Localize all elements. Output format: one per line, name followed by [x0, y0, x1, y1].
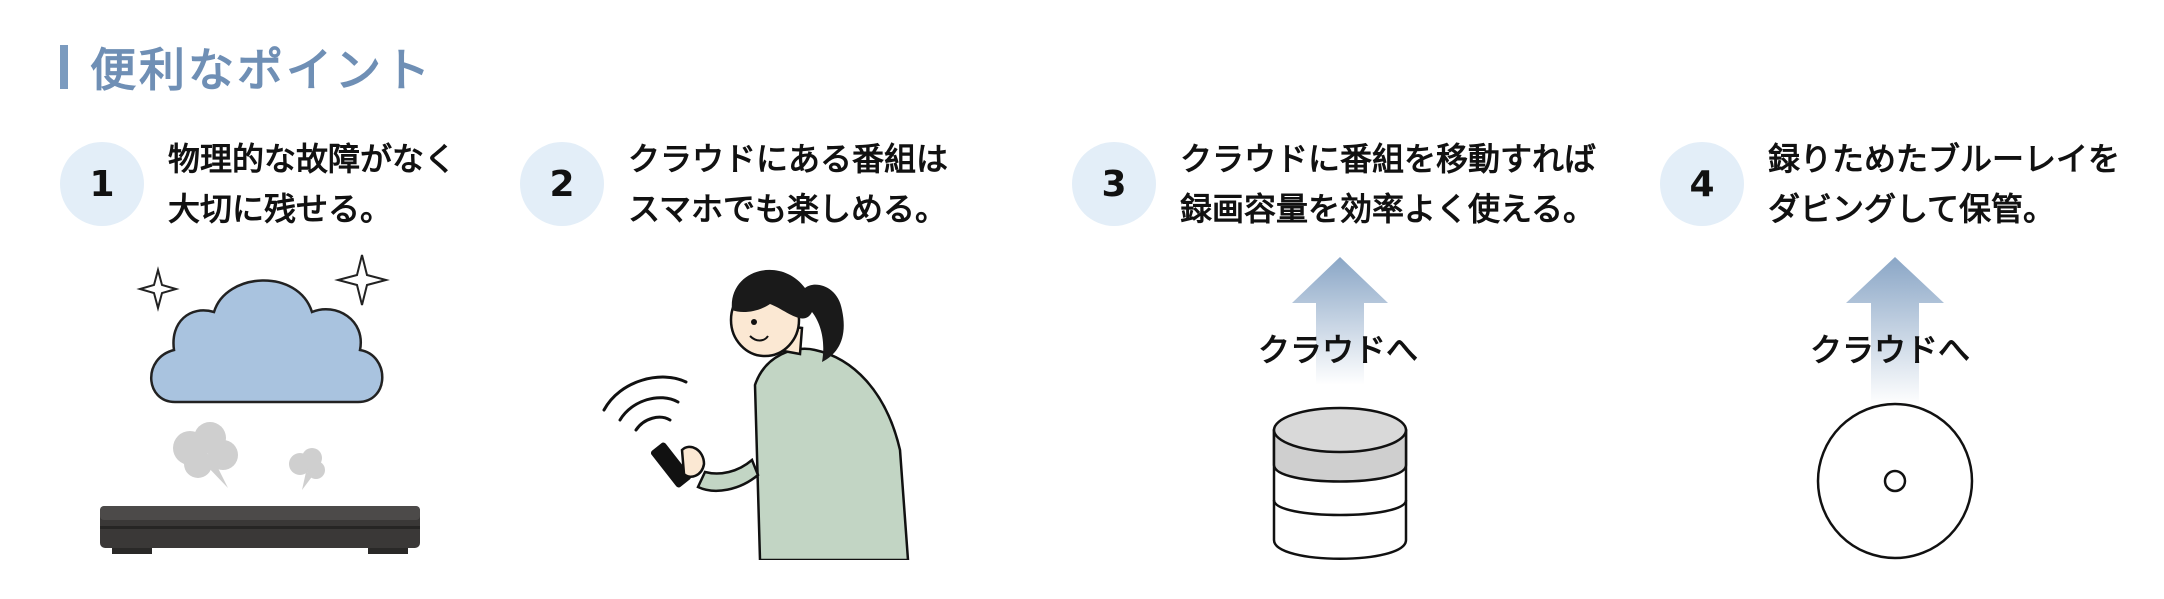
smoke-icon [173, 422, 325, 490]
recorder-icon [100, 506, 420, 554]
database-icon [1272, 406, 1408, 560]
section-title-text: 便利なポイント [90, 43, 433, 97]
point-4: 4 録りためたブルーレイを ダビングして保管。 [1660, 134, 2120, 234]
point-3-line1: クラウドに番組を移動すれば [1180, 140, 1597, 178]
upload-arrow-icon [1846, 257, 1944, 405]
arrow-label-3: クラウドへ [1258, 331, 1419, 369]
disc-icon [1816, 402, 1974, 560]
smartphone-icon [650, 442, 692, 488]
point-4-line1: 録りためたブルーレイを [1768, 140, 2121, 178]
point-1-text: 物理的な故障がなく 大切に残せる。 [168, 134, 456, 234]
point-3: 3 クラウドに番組を移動すれば 録画容量を効率よく使える。 [1072, 134, 1596, 234]
storage-upload-illustration [1272, 257, 1408, 560]
shirt [753, 347, 910, 560]
point-3-text: クラウドに番組を移動すれば 録画容量を効率よく使える。 [1180, 134, 1596, 234]
point-1-number: 1 [60, 142, 144, 226]
cloud-recorder-illustration [100, 254, 420, 554]
title-accent-bar [60, 45, 68, 89]
point-2-number: 2 [520, 142, 604, 226]
point-2-text: クラウドにある番組は スマホでも楽しめる。 [628, 134, 948, 234]
point-1-line1: 物理的な故障がなく [168, 140, 457, 178]
point-1-line2: 大切に残せる。 [168, 190, 393, 228]
hair [731, 269, 844, 362]
point-3-number: 3 [1072, 142, 1156, 226]
sparkle-icon [136, 254, 390, 312]
point-2: 2 クラウドにある番組は スマホでも楽しめる。 [520, 134, 948, 234]
point-1: 1 物理的な故障がなく 大切に残せる。 [60, 134, 456, 234]
point-4-line2: ダビングして保管。 [1768, 190, 2056, 228]
upload-arrow-icon [1292, 257, 1388, 385]
woman-smartphone-illustration [602, 269, 910, 560]
point-4-number: 4 [1660, 142, 1744, 226]
point-4-text: 録りためたブルーレイを ダビングして保管。 [1768, 134, 2120, 234]
point-2-line2: スマホでも楽しめる。 [628, 190, 948, 228]
wifi-icon [602, 375, 688, 432]
point-2-line1: クラウドにある番組は [628, 140, 949, 178]
point-3-line2: 録画容量を効率よく使える。 [1180, 190, 1596, 228]
arrow-label-4: クラウドへ [1810, 331, 1971, 369]
section-title: 便利なポイント [60, 36, 433, 98]
cloud-icon [150, 279, 384, 404]
disc-upload-illustration [1816, 257, 1974, 560]
